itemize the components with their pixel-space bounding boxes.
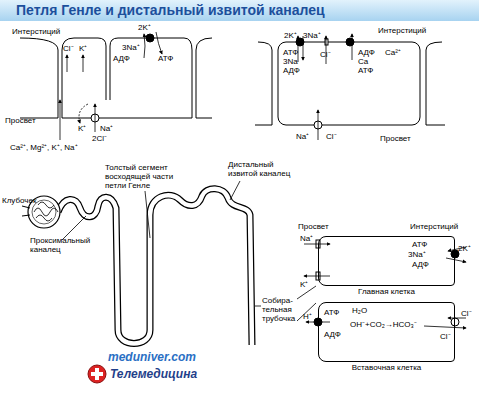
ion-label: АТФ (358, 66, 373, 75)
ion-label: Cl⁻ (440, 332, 451, 341)
transport-arrow (60, 32, 466, 328)
region-label: Интерстиций (12, 27, 60, 36)
ion-label: АДФ (283, 66, 300, 75)
ion-label: Cl⁻ (326, 132, 337, 141)
watermark-logo (88, 365, 106, 383)
ion-label: 3Na (283, 57, 298, 66)
cell-membrane (20, 118, 212, 119)
structure-label: Дистальный извитой каналец (228, 160, 296, 178)
transport-arrow (304, 276, 330, 277)
transport-arrow (352, 34, 353, 60)
ion-label: Ca²⁺, Mg²⁺, K⁺, Na⁺ (10, 143, 78, 152)
ion-label: 2K⁺ (138, 23, 151, 32)
transport-arrow (60, 100, 61, 140)
ion-label: АТФ (283, 48, 298, 57)
ion-label: K⁺ (78, 124, 86, 133)
ion-label: АТФ (158, 54, 173, 63)
nephron-tubule (58, 189, 252, 345)
leader-line (145, 191, 150, 238)
watermark-logo (91, 372, 103, 376)
ion-label: Са (358, 57, 368, 66)
cell-membrane (196, 38, 212, 118)
transport-arrow (79, 104, 88, 123)
cell-membrane (110, 38, 192, 118)
cell-membrane (258, 42, 272, 125)
ion-label: 3Na⁺ (122, 43, 140, 52)
ion-label: H⁺ (303, 312, 312, 321)
nephron-tubule (58, 189, 252, 345)
ion-label: Cl⁻ (320, 50, 331, 59)
region-label: Просвет (5, 116, 36, 125)
ion-label: Na⁺ (296, 132, 309, 141)
transport-arrow (83, 55, 84, 72)
region-label: Интерстиций (410, 222, 458, 231)
ion-label: АДФ (324, 330, 341, 339)
ion-label: АТФ (324, 308, 339, 317)
structure-label: Собира- тельная трубочка (262, 296, 304, 323)
ion-label: Ca²⁺ (385, 48, 401, 57)
ion-label: H₂O (352, 306, 367, 315)
cell-name: Вставочная клетка (319, 363, 454, 372)
transport-arrow (67, 55, 68, 72)
transport-arrow (95, 104, 96, 132)
cell-membrane (62, 38, 106, 118)
transport-arrow (424, 326, 466, 328)
diagram-title: Петля Генле и дистальный извитой каналец (16, 2, 325, 19)
ion-label: 3Na⁺ (303, 31, 321, 40)
cell-name: Главная клетка (319, 287, 454, 296)
ion-label: OH⁻+CO₂→HCO₃⁻ (350, 320, 417, 329)
ion-label: Na⁺ (100, 124, 113, 133)
ion-label: АДФ (113, 54, 130, 63)
cell-box: Главная клетка (318, 236, 455, 286)
ion-label: Cl⁻ (63, 44, 74, 53)
transport-arrow (156, 32, 162, 54)
ion-label: Cl⁻ (461, 309, 472, 318)
nephron-tubule (58, 189, 252, 345)
transporter-symbol (346, 38, 354, 46)
glomerulus-symbol (34, 202, 58, 221)
watermark: Телемедицина (110, 367, 197, 381)
ion-label: 2K⁺ (458, 244, 471, 253)
transporter-symbol (91, 34, 459, 326)
ion-label: 2Cl⁻ (92, 134, 107, 143)
ion-label: АТФ (412, 240, 427, 249)
ion-label: АДФ (358, 48, 375, 57)
leader-line (297, 303, 316, 321)
leader-line (255, 306, 261, 307)
region-label: Интерстиций (378, 26, 426, 35)
ion-label: 2K⁺ (284, 31, 297, 40)
cell-membrane (278, 42, 420, 125)
title-banner: Петля Генле и дистальный извитой каналец (0, 0, 479, 21)
transporter-symbol (451, 318, 459, 326)
watermark-logo (88, 365, 106, 383)
ion-label: K⁺ (79, 44, 87, 53)
structure-label: Клубочек (2, 196, 36, 205)
transporter-symbol (451, 250, 459, 258)
cell-membrane (20, 38, 445, 125)
ion-label: Na⁺ (300, 234, 313, 243)
transport-arrow (446, 258, 466, 262)
cell-membrane (20, 38, 58, 118)
transport-arrow (318, 110, 319, 140)
transport-arrow (304, 244, 330, 245)
leader-line (230, 181, 240, 200)
cell-membrane (255, 125, 445, 126)
region-label: Просвет (380, 134, 411, 143)
ion-label: 3Na⁺ (408, 250, 426, 259)
structure-label: Толстый сегмент восходящей части петли Г… (105, 163, 183, 190)
region-label: Просвет (298, 222, 329, 231)
watermark: meduniver.com (108, 350, 196, 364)
structure-label: Проксимальный каналец (30, 236, 92, 254)
transporter-symbol (325, 39, 328, 45)
glomerulus-symbol (22, 206, 30, 216)
cell-box: Вставочная клетка (318, 302, 455, 362)
transport-arrow (144, 34, 145, 58)
transporter-symbol (146, 34, 154, 42)
cell-membrane (426, 42, 442, 125)
ion-label: АДФ (412, 260, 429, 269)
ion-label: K⁺ (300, 280, 308, 289)
